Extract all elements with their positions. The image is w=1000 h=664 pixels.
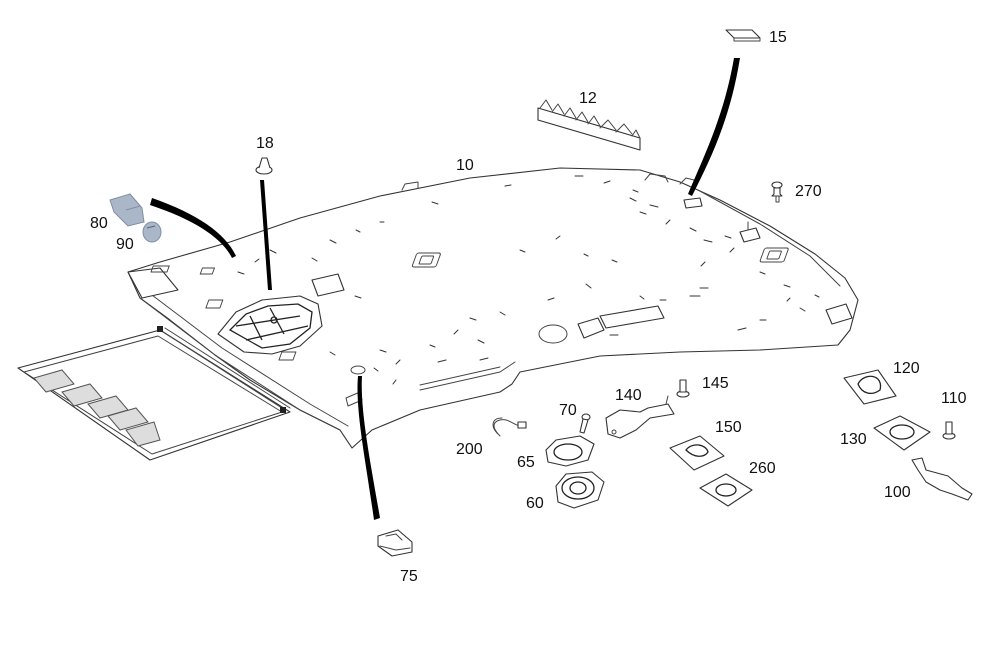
part-200-wiring[interactable]: [492, 417, 527, 437]
callout-80[interactable]: 80: [90, 215, 108, 232]
part-90-cap[interactable]: [142, 221, 162, 243]
sunroof-panel[interactable]: [17, 326, 291, 461]
overhead-console[interactable]: [217, 295, 323, 355]
part-270-push-clip[interactable]: [771, 181, 783, 203]
part-65-housing[interactable]: [545, 435, 595, 467]
part-145-bolt[interactable]: [676, 379, 690, 398]
part-120-plate[interactable]: [843, 369, 897, 405]
callout-18[interactable]: 18: [256, 135, 274, 152]
callout-75[interactable]: 75: [400, 568, 418, 585]
part-70-screw[interactable]: [579, 413, 591, 434]
arrow-15: [688, 58, 740, 196]
part-75-lamp[interactable]: [377, 529, 413, 557]
callout-70[interactable]: 70: [559, 402, 577, 419]
callout-90[interactable]: 90: [116, 236, 134, 253]
callout-150[interactable]: 150: [715, 419, 742, 436]
callout-145[interactable]: 145: [702, 375, 729, 392]
callout-100[interactable]: 100: [884, 484, 911, 501]
callout-12[interactable]: 12: [579, 90, 597, 107]
arrow-80-90: [150, 198, 236, 258]
callout-130[interactable]: 130: [840, 431, 867, 448]
arrow-75: [357, 376, 380, 520]
part-15-pad[interactable]: [725, 29, 761, 42]
arrows: [150, 58, 740, 520]
part-100-bracket[interactable]: [911, 457, 973, 501]
arrow-18: [260, 180, 272, 290]
part-60-lamp-cover[interactable]: [555, 471, 605, 509]
part-260-frame[interactable]: [699, 473, 753, 507]
callout-120[interactable]: 120: [893, 360, 920, 377]
callout-260[interactable]: 260: [749, 460, 776, 477]
part-140-bracket[interactable]: [605, 395, 675, 439]
callout-60[interactable]: 60: [526, 495, 544, 512]
callout-10[interactable]: 10: [456, 157, 474, 174]
part-10-headliner[interactable]: [127, 167, 859, 449]
callout-15[interactable]: 15: [769, 29, 787, 46]
callout-65[interactable]: 65: [517, 454, 535, 471]
part-80-plug[interactable]: [109, 193, 145, 227]
part-130-frame[interactable]: [873, 415, 931, 451]
callout-140[interactable]: 140: [615, 387, 642, 404]
part-18-clip[interactable]: [255, 157, 273, 175]
part-12-foam-strip[interactable]: [537, 99, 641, 151]
part-110-bolt[interactable]: [942, 421, 956, 440]
part-150-plate[interactable]: [669, 435, 725, 471]
callout-200[interactable]: 200: [456, 441, 483, 458]
callout-110[interactable]: 110: [941, 390, 967, 407]
callout-270[interactable]: 270: [795, 183, 822, 200]
